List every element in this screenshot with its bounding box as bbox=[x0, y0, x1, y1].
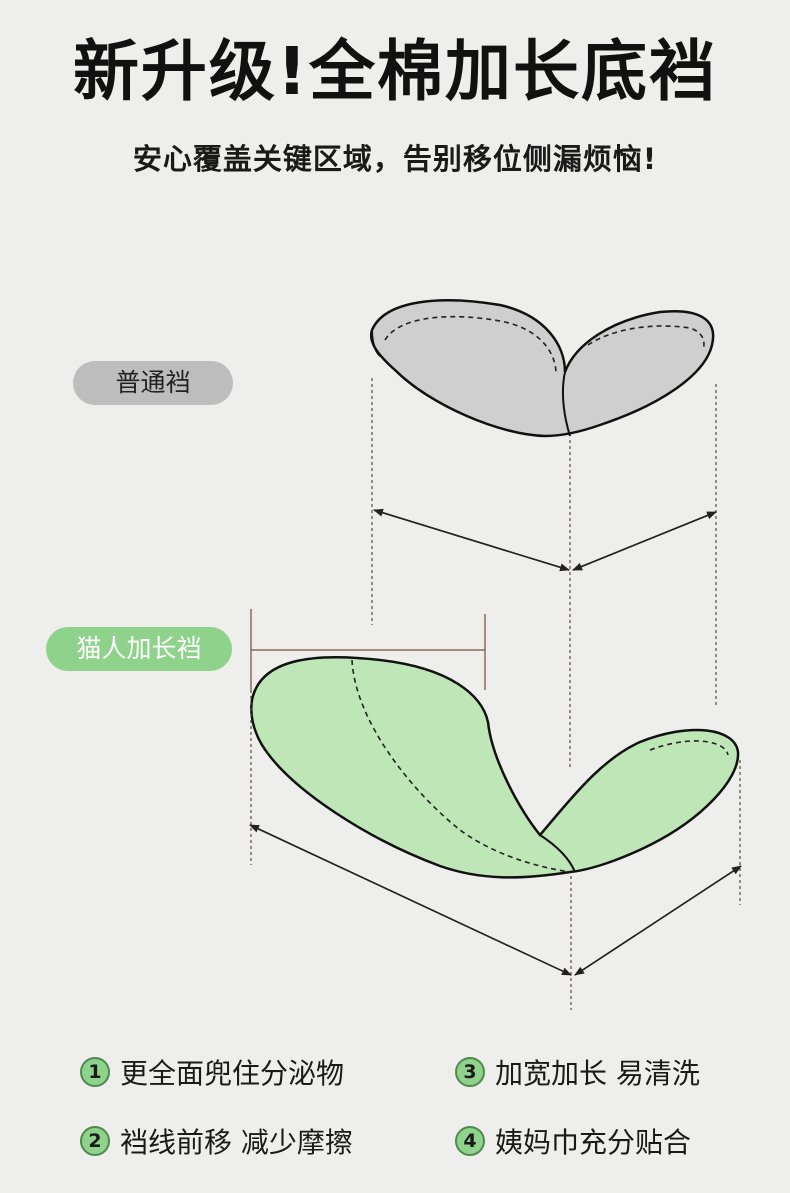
feature-text: 裆线前移 减少摩擦 bbox=[120, 1126, 353, 1159]
feature-item: 4 姨妈巾充分贴合 bbox=[455, 1123, 691, 1159]
feature-text: 姨妈巾充分贴合 bbox=[495, 1126, 692, 1159]
normal-dimension-lines bbox=[371, 378, 717, 770]
normal-crotch-shape bbox=[369, 299, 715, 438]
long-dimension-lines bbox=[250, 690, 741, 1010]
normal-crotch-label: 普通裆 bbox=[73, 361, 233, 405]
long-crotch-label: 猫人加长裆 bbox=[46, 627, 232, 671]
feature-item: 3 加宽加长 易清洗 bbox=[455, 1054, 700, 1090]
long-top-bracket bbox=[250, 609, 486, 690]
feature-item: 2 裆线前移 减少摩擦 bbox=[80, 1123, 353, 1159]
normal-width-arrows bbox=[373, 508, 717, 572]
feature-number-badge: 3 bbox=[455, 1057, 485, 1087]
feature-item: 1 更全面兜住分泌物 bbox=[80, 1054, 344, 1090]
long-crotch-shape bbox=[250, 655, 740, 879]
feature-number-badge: 2 bbox=[80, 1126, 110, 1156]
feature-number-badge: 1 bbox=[80, 1057, 110, 1087]
page-subtitle: 安心覆盖关键区域，告别移位侧漏烦恼! bbox=[132, 142, 658, 176]
feature-text: 加宽加长 易清洗 bbox=[495, 1057, 700, 1090]
long-width-arrows bbox=[249, 824, 742, 976]
feature-text: 更全面兜住分泌物 bbox=[120, 1057, 345, 1090]
page-title: 新升级!全棉加长底裆 bbox=[72, 33, 718, 110]
feature-number-badge: 4 bbox=[455, 1126, 485, 1156]
